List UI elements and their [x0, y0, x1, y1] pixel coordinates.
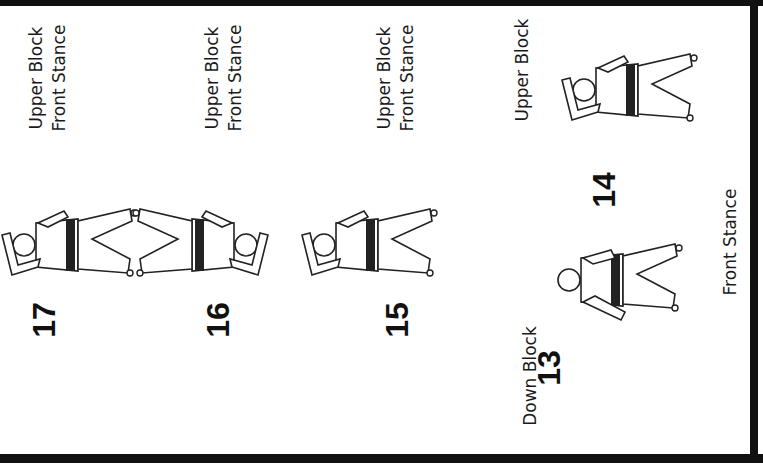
step-label: Upper Block — [28, 27, 45, 130]
step-label: Front Stance — [51, 25, 68, 132]
step-label: Upper Block — [204, 27, 221, 130]
figure-14 — [562, 54, 697, 121]
step-number: 16 — [202, 302, 234, 338]
step-number: 17 — [28, 302, 60, 338]
step-number: 15 — [381, 302, 413, 338]
step-label: Front Stance — [722, 189, 739, 296]
figure-17 — [2, 209, 137, 276]
step-label: Upper Block — [514, 19, 531, 122]
step-label: Upper Block — [376, 27, 393, 130]
step-number: 13 — [533, 350, 565, 386]
step-label: Front Stance — [399, 25, 416, 132]
step-number: 14 — [588, 172, 620, 208]
figure-16 — [133, 209, 268, 276]
figure-15 — [302, 209, 437, 276]
frame-right — [750, 0, 758, 462]
step-label: Front Stance — [227, 25, 244, 132]
frame-bottom — [0, 454, 763, 463]
frame-top — [0, 0, 763, 6]
figure-13 — [558, 244, 682, 320]
